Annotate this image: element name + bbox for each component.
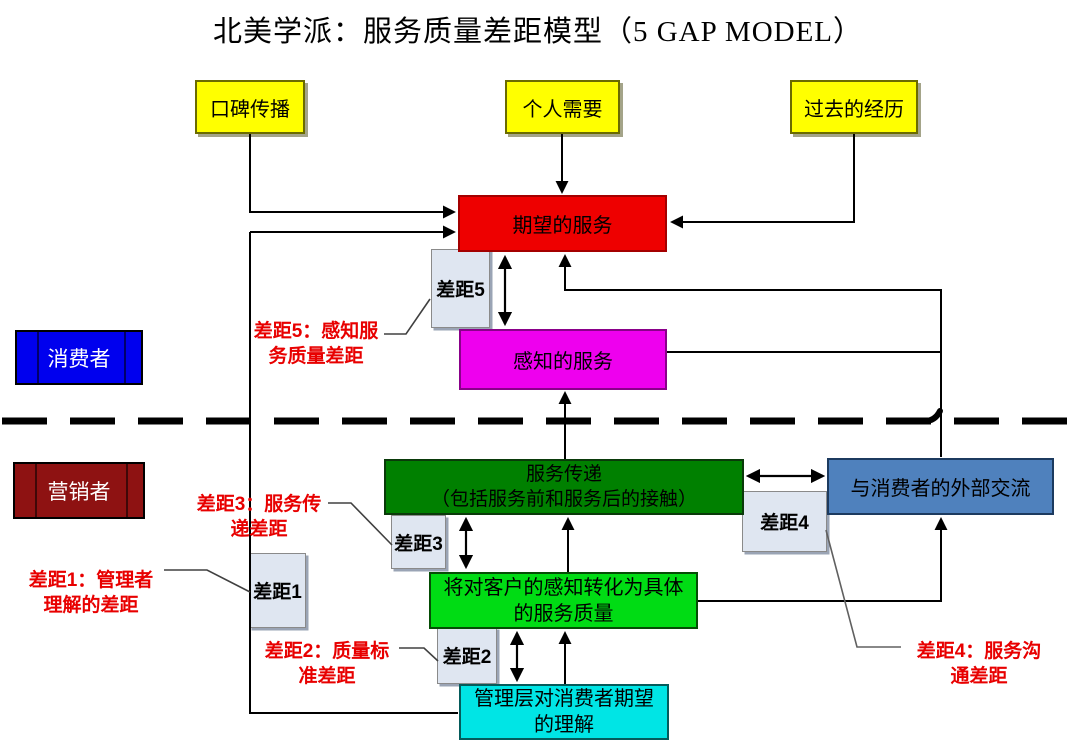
node-perceived-service: 感知的服务 <box>459 329 667 390</box>
diagram-title: 北美学派：服务质量差距模型（5 GAP MODEL） <box>212 16 864 48</box>
gap1-annotation: 差距1：管理者 理解的差距 <box>28 570 154 616</box>
gap3-box: 差距3 <box>391 515 446 569</box>
node-external-communication: 与消费者的外部交流 <box>827 458 1054 515</box>
node-word-of-mouth: 口碑传播 <box>195 80 305 134</box>
arrow-past-experience-to-expected <box>670 134 855 229</box>
gap1-box: 差距1 <box>249 553 306 628</box>
node-management-perception: 管理层对消费者期望 的理解 <box>459 684 669 740</box>
pointer-gap1-note <box>164 569 251 593</box>
gap5-annotation: 差距5：感知服 务质量差距 <box>253 321 379 367</box>
gap4-annotation: 差距4：服务沟 通差距 <box>916 641 1042 687</box>
gap2-annotation: 差距2：质量标 准差距 <box>264 641 390 687</box>
label-consumer: 消费者 <box>15 330 143 385</box>
pointer-gap4-note <box>825 529 901 648</box>
node-personal-needs: 个人需要 <box>505 80 620 134</box>
node-service-specs: 将对客户的感知转化为具体 的服务质量 <box>429 572 698 629</box>
node-past-experience: 过去的经历 <box>790 80 918 134</box>
divider-hop-mark <box>922 408 943 424</box>
gap3-annotation: 差距3：服务传 递差距 <box>196 494 322 540</box>
gap5-box: 差距5 <box>431 249 490 328</box>
gap2-box: 差距2 <box>437 627 497 684</box>
arrow-word-of-mouth-to-expected <box>249 134 456 219</box>
label-marketer: 营销者 <box>13 462 145 519</box>
node-expected-service: 期望的服务 <box>458 195 667 252</box>
gap4-box: 差距4 <box>742 491 827 552</box>
node-service-delivery: 服务传递 （包括服务前和服务后的接触） <box>384 459 744 515</box>
